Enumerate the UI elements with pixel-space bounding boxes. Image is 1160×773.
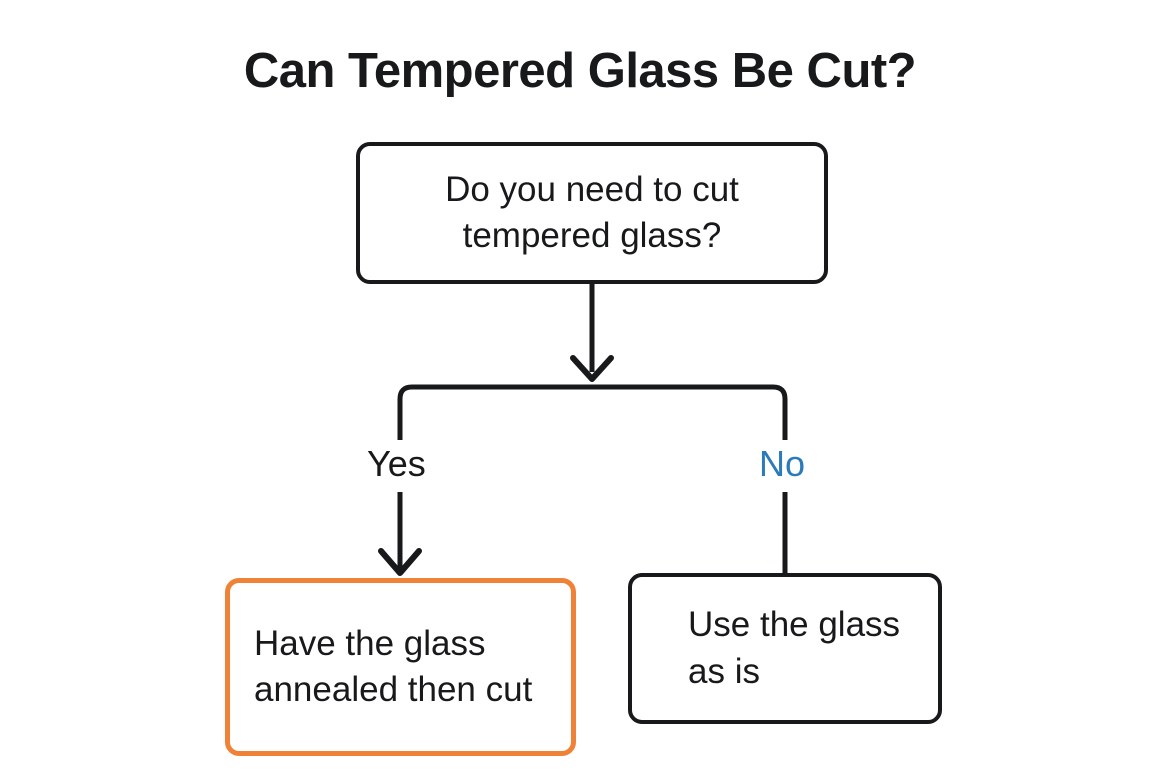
- arrowhead-decision: [570, 355, 614, 382]
- outcome-node-annealed-label: Have the glass annealed then cut: [254, 623, 533, 709]
- outcome-node-annealed[interactable]: Have the glass annealed then cut: [225, 578, 576, 756]
- branch-label-yes: Yes: [359, 444, 434, 484]
- outcome-node-as-is[interactable]: Use the glass as is: [628, 573, 942, 724]
- decision-node[interactable]: Do you need to cut tempered glass?: [356, 142, 828, 284]
- split-bar: [397, 384, 788, 440]
- outcome-node-as-is-label: Use the glass as is: [688, 605, 901, 691]
- arrowhead-yes: [378, 548, 422, 576]
- decision-node-label: Do you need to cut tempered glass?: [445, 169, 739, 255]
- page-title: Can Tempered Glass Be Cut?: [243, 44, 917, 98]
- branch-label-no: No: [751, 444, 814, 484]
